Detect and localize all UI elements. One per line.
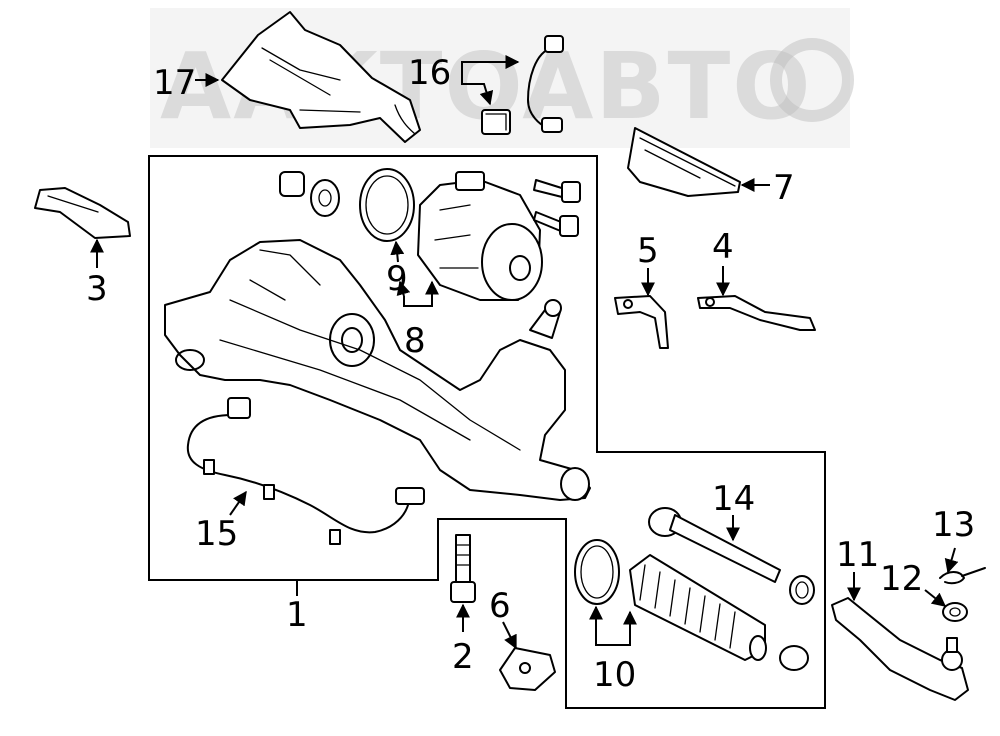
callout-6: 6 [489,586,511,626]
cotter-pin-part-13 [939,567,986,585]
callout-7: 7 [773,168,795,208]
bracket-part-4 [697,295,816,331]
heat-shield-part-17 [221,11,421,143]
small-parts-upper [279,171,340,217]
nut-part-12 [942,602,968,622]
callout-13: 13 [932,505,975,545]
bolts-upper [533,179,581,237]
tie-rod-end-part-11 [831,597,969,701]
callout-14: 14 [712,479,755,519]
callout-17: 17 [153,63,196,103]
callout-8: 8 [404,321,426,361]
clip-part-6 [499,647,556,691]
sensor-harness-part-15 [186,397,425,545]
callout-3: 3 [86,269,108,309]
callout-16: 16 [408,53,451,93]
inner-tie-rod-part-14 [648,507,815,605]
bracket-part-3 [34,187,131,239]
bolt-part-2 [450,534,476,603]
cover-part-7 [627,127,741,197]
callout-12: 12 [880,559,923,599]
callout-4: 4 [712,227,734,267]
motor-part-8 [417,171,543,301]
callout-9: 9 [386,259,408,299]
seal-ring-part-9 [359,168,415,242]
callout-2: 2 [452,637,474,677]
wire-harness-part-16 [481,35,564,135]
boot-and-clamp-part-10 [574,539,809,671]
callout-1: 1 [286,595,308,635]
callout-5: 5 [637,231,659,271]
clip-part-5 [614,295,669,349]
callout-15: 15 [195,514,238,554]
callout-10: 10 [593,655,636,695]
steering-rack-part-1 [164,239,591,501]
callout-11: 11 [836,535,879,575]
